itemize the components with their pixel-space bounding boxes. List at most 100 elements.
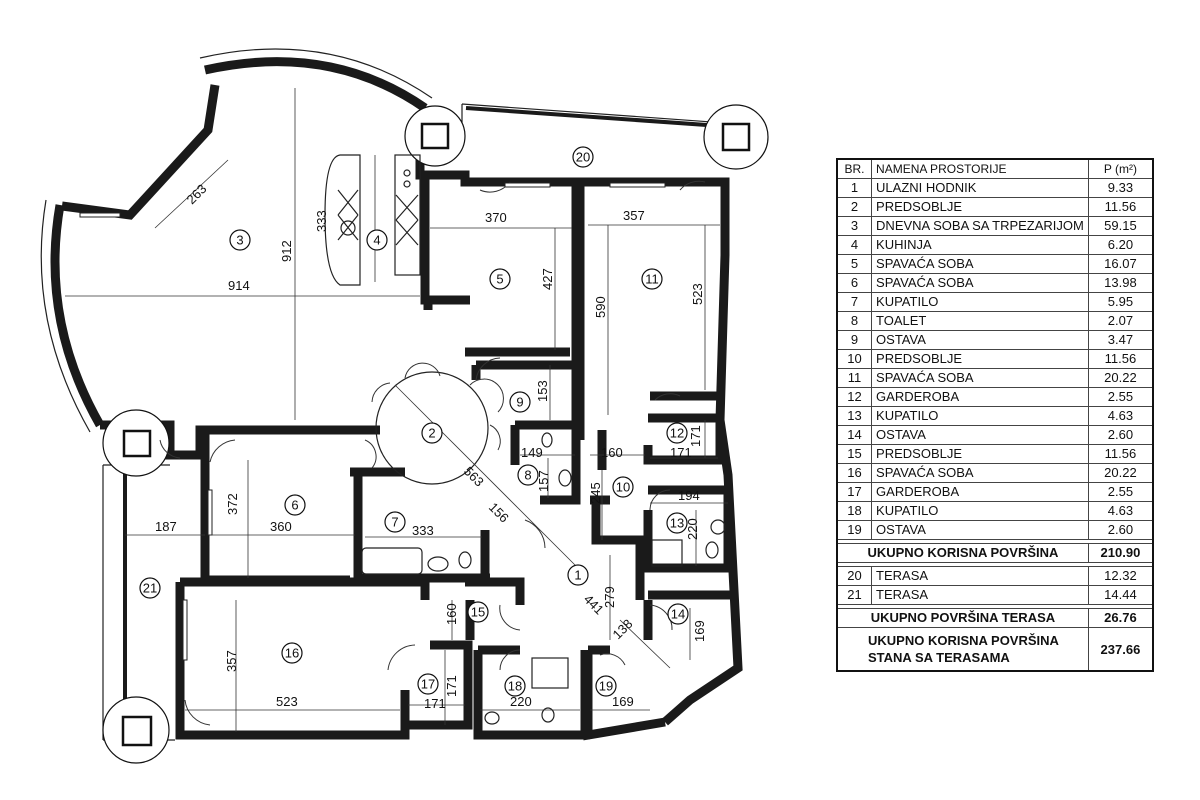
row-area: 11.56 <box>1087 349 1154 369</box>
door-room-6 <box>209 439 236 463</box>
row-area: 16.07 <box>1087 254 1154 274</box>
bathroom-7-fixtures <box>361 547 472 575</box>
bathroom-18-fixtures <box>484 657 569 725</box>
living-room-bay-wall <box>204 57 428 112</box>
dim-label: 171 <box>670 445 692 460</box>
row-room-purpose: GARDEROBA <box>871 387 1089 407</box>
window-room-16 <box>182 599 188 661</box>
header-room-purpose: NAMENA PROSTORIJE <box>871 158 1089 179</box>
dim-label: 245 <box>588 482 603 504</box>
row-room-purpose: KUPATILO <box>871 501 1089 521</box>
svg-text:19: 19 <box>599 679 613 694</box>
row-area: 2.60 <box>1087 425 1154 445</box>
total-useful-label: UKUPNO KORISNA POVRŠINA <box>836 543 1089 563</box>
svg-text:5: 5 <box>496 272 503 287</box>
row-room-purpose: KUHINJA <box>871 235 1089 255</box>
column-bottom-left <box>102 696 170 764</box>
dim-label: 263 <box>184 181 210 207</box>
row-area: 4.63 <box>1087 501 1154 521</box>
door-entrance <box>524 519 546 549</box>
row-number: 11 <box>836 368 873 388</box>
room-marker-21: 21 <box>139 577 161 599</box>
svg-text:21: 21 <box>143 581 157 596</box>
svg-text:1: 1 <box>574 568 581 583</box>
bathroom-13-fixtures <box>651 519 726 567</box>
row-number: 10 <box>836 349 873 369</box>
room-marker-6: 6 <box>284 494 306 516</box>
row-area: 11.56 <box>1087 197 1154 217</box>
row-area: 3.47 <box>1087 330 1154 350</box>
svg-text:7: 7 <box>391 515 398 530</box>
kitchen-counter <box>324 154 421 286</box>
svg-text:10: 10 <box>616 480 630 495</box>
row-number: 3 <box>836 216 873 236</box>
room-marker-17: 17 <box>417 673 439 695</box>
dim-label: 357 <box>623 208 645 223</box>
row-room-purpose: SPAVAĆA SOBA <box>871 273 1089 293</box>
row-number: 12 <box>836 387 873 407</box>
grand-total-row: UKUPNO KORISNA POVRŠINA STANA SA TERASAM… <box>836 627 1154 672</box>
row-number: 20 <box>836 566 873 586</box>
room-marker-18: 18 <box>504 675 526 697</box>
room-marker-16: 16 <box>281 642 303 664</box>
row-area: 14.44 <box>1087 585 1154 605</box>
row-room-purpose: ULAZNI HODNIK <box>871 178 1089 198</box>
svg-text:16: 16 <box>285 646 299 661</box>
room-marker-1: 1 <box>567 564 589 586</box>
row-room-purpose: PREDSOBLJE <box>871 349 1089 369</box>
row-room-purpose: TERASA <box>871 585 1089 605</box>
room-marker-19: 19 <box>595 675 617 697</box>
svg-text:6: 6 <box>291 498 298 513</box>
dim-label: 169 <box>692 620 707 642</box>
row-room-purpose: TOALET <box>871 311 1089 331</box>
dim-label: 138 <box>610 616 636 642</box>
row-number: 16 <box>836 463 873 483</box>
row-room-purpose: SPAVAĆA SOBA <box>871 463 1089 483</box>
dim-label: 187 <box>155 519 177 534</box>
row-room-purpose: PREDSOBLJE <box>871 444 1089 464</box>
exterior-wall-main <box>100 150 743 726</box>
row-area: 2.60 <box>1087 520 1154 540</box>
room-marker-14: 14 <box>667 603 689 625</box>
door-room-17 <box>387 644 416 671</box>
column-mid-left <box>102 409 170 477</box>
dim-label: 156 <box>486 500 512 526</box>
dim-label: 912 <box>279 240 294 262</box>
room-marker-13: 13 <box>666 512 688 534</box>
row-room-purpose: TERASA <box>871 566 1089 586</box>
row-area: 12.32 <box>1087 566 1154 586</box>
room-marker-11: 11 <box>641 268 663 290</box>
column-top-left <box>404 105 466 167</box>
column-top-right <box>703 104 769 170</box>
total-terraces-label: UKUPNO POVRŠINA TERASA <box>836 608 1089 628</box>
window-room-11 <box>609 182 666 188</box>
window-room-5 <box>504 182 551 188</box>
dim-label: 333 <box>314 210 329 232</box>
row-room-purpose: SPAVAĆA SOBA <box>871 368 1089 388</box>
total-useful-row: UKUPNO KORISNA POVRŠINA 210.90 <box>836 543 1154 563</box>
svg-text:13: 13 <box>670 516 684 531</box>
row-number: 17 <box>836 482 873 502</box>
row-room-purpose: OSTAVA <box>871 425 1089 445</box>
row-room-purpose: OSTAVA <box>871 520 1089 540</box>
svg-text:17: 17 <box>421 677 435 692</box>
row-number: 9 <box>836 330 873 350</box>
row-area: 2.55 <box>1087 482 1154 502</box>
dimension-labels: 263 333 912 914 370 427 357 590 523 153 … <box>155 181 707 711</box>
row-area: 9.33 <box>1087 178 1154 198</box>
room-marker-15: 15 <box>467 601 489 623</box>
svg-text:8: 8 <box>524 468 531 483</box>
room-marker-12: 12 <box>666 422 688 444</box>
room-marker-5: 5 <box>489 268 511 290</box>
total-useful-area: 210.90 <box>1087 543 1154 563</box>
